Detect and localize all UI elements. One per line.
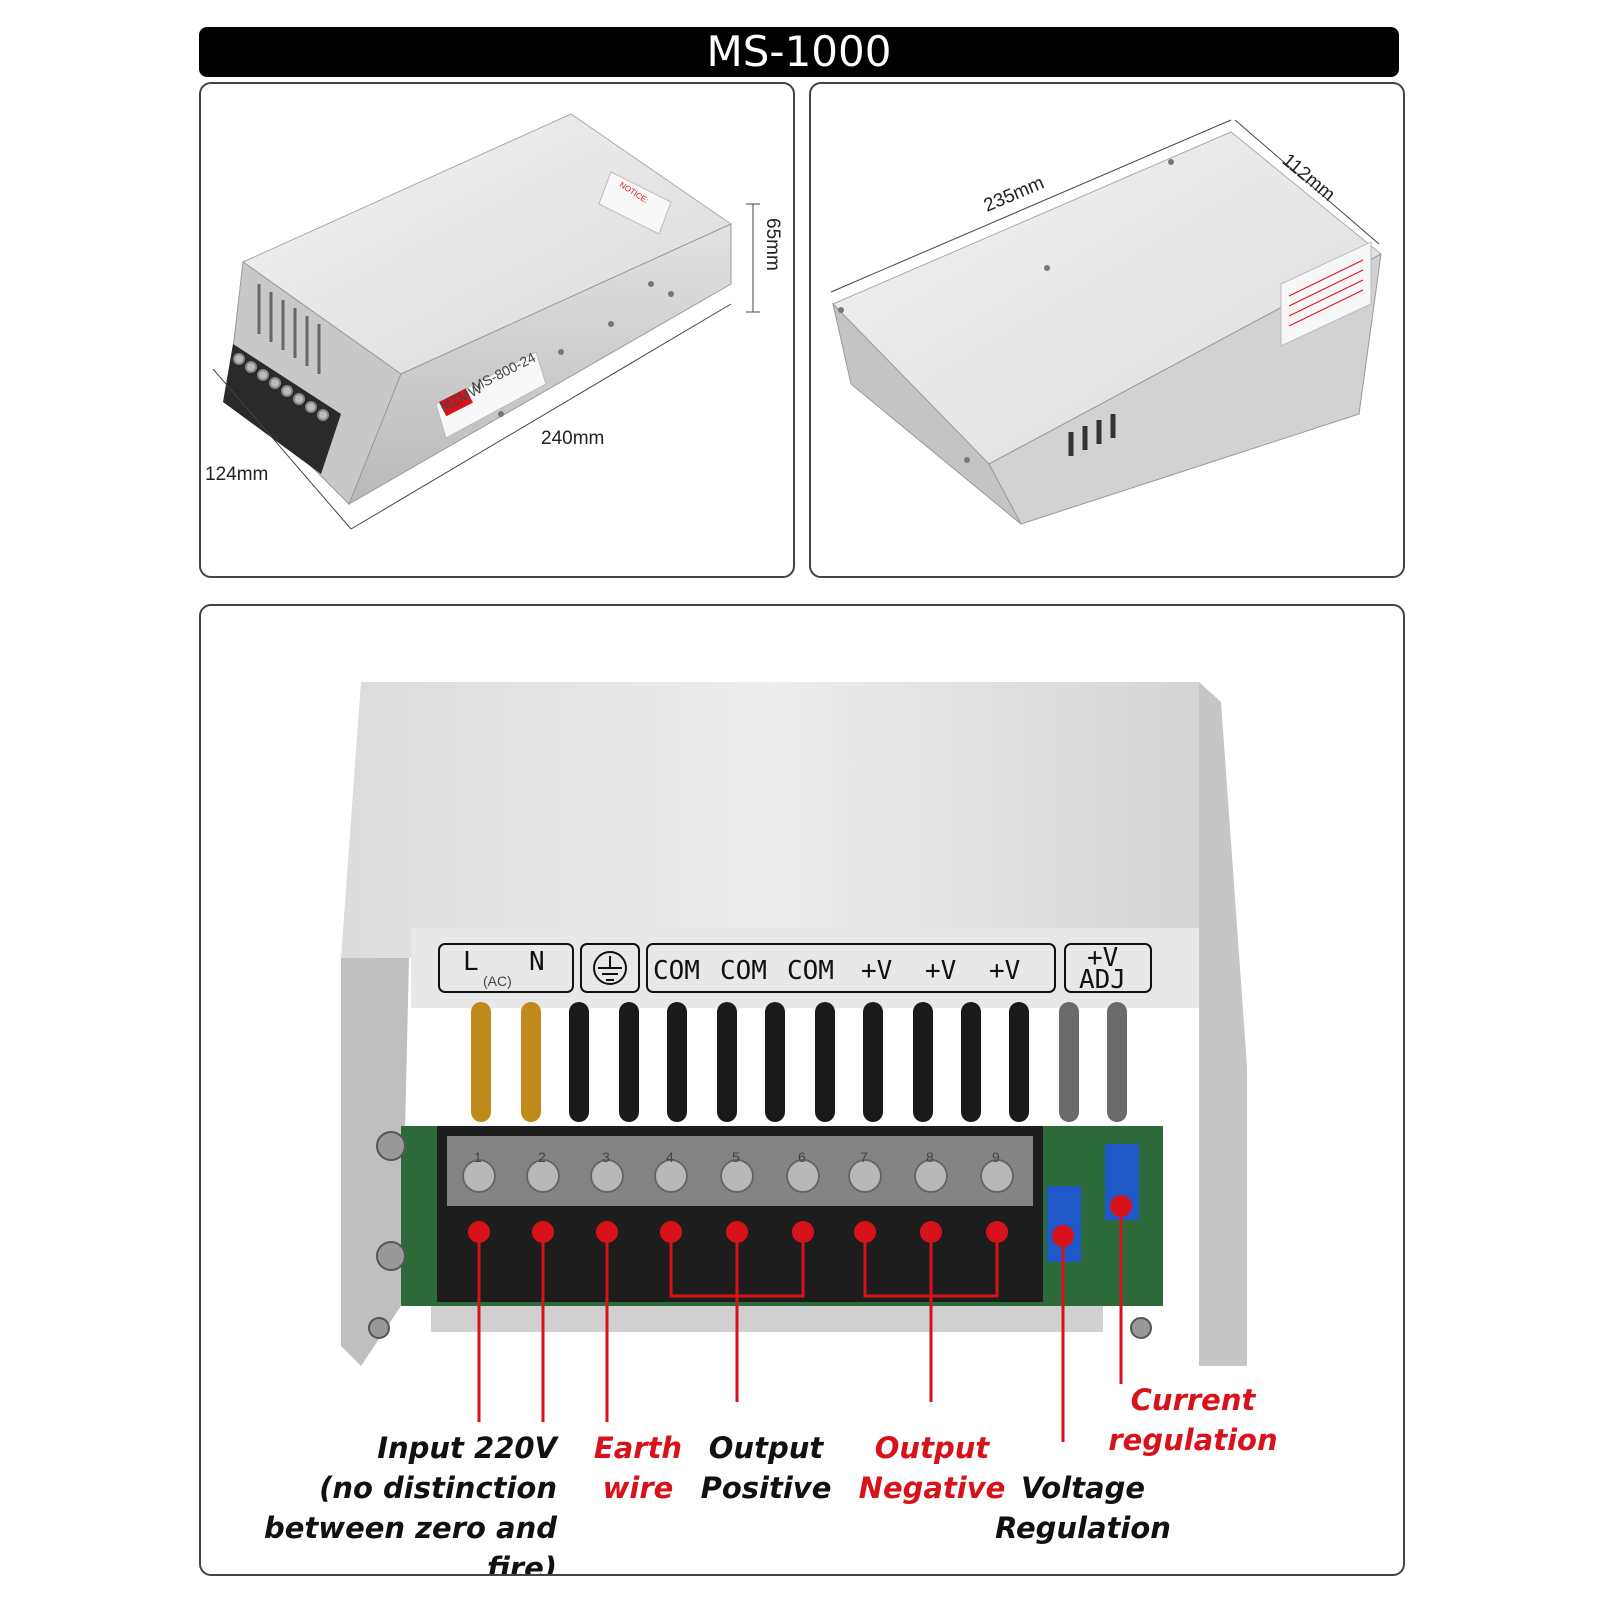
label-adj-top: +V [1087,943,1118,973]
label-com-1: COM [653,956,700,986]
dim-depth: 124mm [205,464,268,485]
caption-output-positive: Output Positive [700,1431,832,1505]
caption-voltage-regulation: Voltage Regulation [995,1471,1171,1545]
power-supply-front-illustration: MZMW MS-800-24 NOTICE: 124mm 240mm 65mm [205,113,783,530]
terminal-number-9: 9 [992,1149,1000,1165]
annotation-dots [468,1195,1132,1247]
earth-ground-icon [593,951,627,985]
caption-earth-wire: Earth wire [593,1431,683,1505]
annotation-leaders [477,1206,1123,1442]
terminal-number-3: 3 [602,1149,610,1165]
terminal-number-2: 2 [538,1149,546,1165]
label-v-1: +V [861,956,892,986]
label-com-2: COM [720,956,767,986]
product-title-bar: MS-1000 [199,27,1399,77]
terminal-closeup-illustration: L (AC) N COM COM COM +V +V +V +V ADJ [341,682,1247,1442]
label-adj-bottom: ADJ [1079,965,1126,995]
terminal-number-7: 7 [860,1149,868,1165]
dim-length: 240mm [541,428,604,449]
terminal-number-6: 6 [798,1149,806,1165]
label-v-2: +V [925,956,956,986]
label-com-3: COM [787,956,834,986]
caption-current-regulation: Current regulation [1108,1383,1278,1457]
terminal-number-4: 4 [666,1149,674,1165]
label-v-3: +V [989,956,1020,986]
terminal-number-1: 1 [474,1149,482,1165]
caption-output-negative: Output Negative [858,1431,1006,1505]
product-title: MS-1000 [706,27,892,76]
power-supply-bottom-illustration: 235mm 112mm [830,119,1382,525]
terminal-number-5: 5 [732,1149,740,1165]
label-box-outputs [646,943,1056,993]
panel-front-view: MZMW MS-800-24 NOTICE: 124mm 240mm 65mm [199,82,795,578]
dim-height: 65mm [762,218,783,271]
label-box-earth [580,943,640,993]
terminal-number-8: 8 [926,1149,934,1165]
label-ac: (AC) [483,973,512,989]
label-box-adj [1064,943,1152,993]
panel-rear-view: 235mm 112mm [809,82,1405,578]
label-box-ac-input [438,943,574,993]
panel-terminal-closeup: L (AC) N COM COM COM +V +V +V +V ADJ [199,604,1405,1576]
dim-length: 235mm [981,173,1048,217]
caption-input: Input 220V (no distinction between zero … [263,1431,557,1576]
label-n: N [529,947,545,977]
label-l: L [463,947,479,977]
